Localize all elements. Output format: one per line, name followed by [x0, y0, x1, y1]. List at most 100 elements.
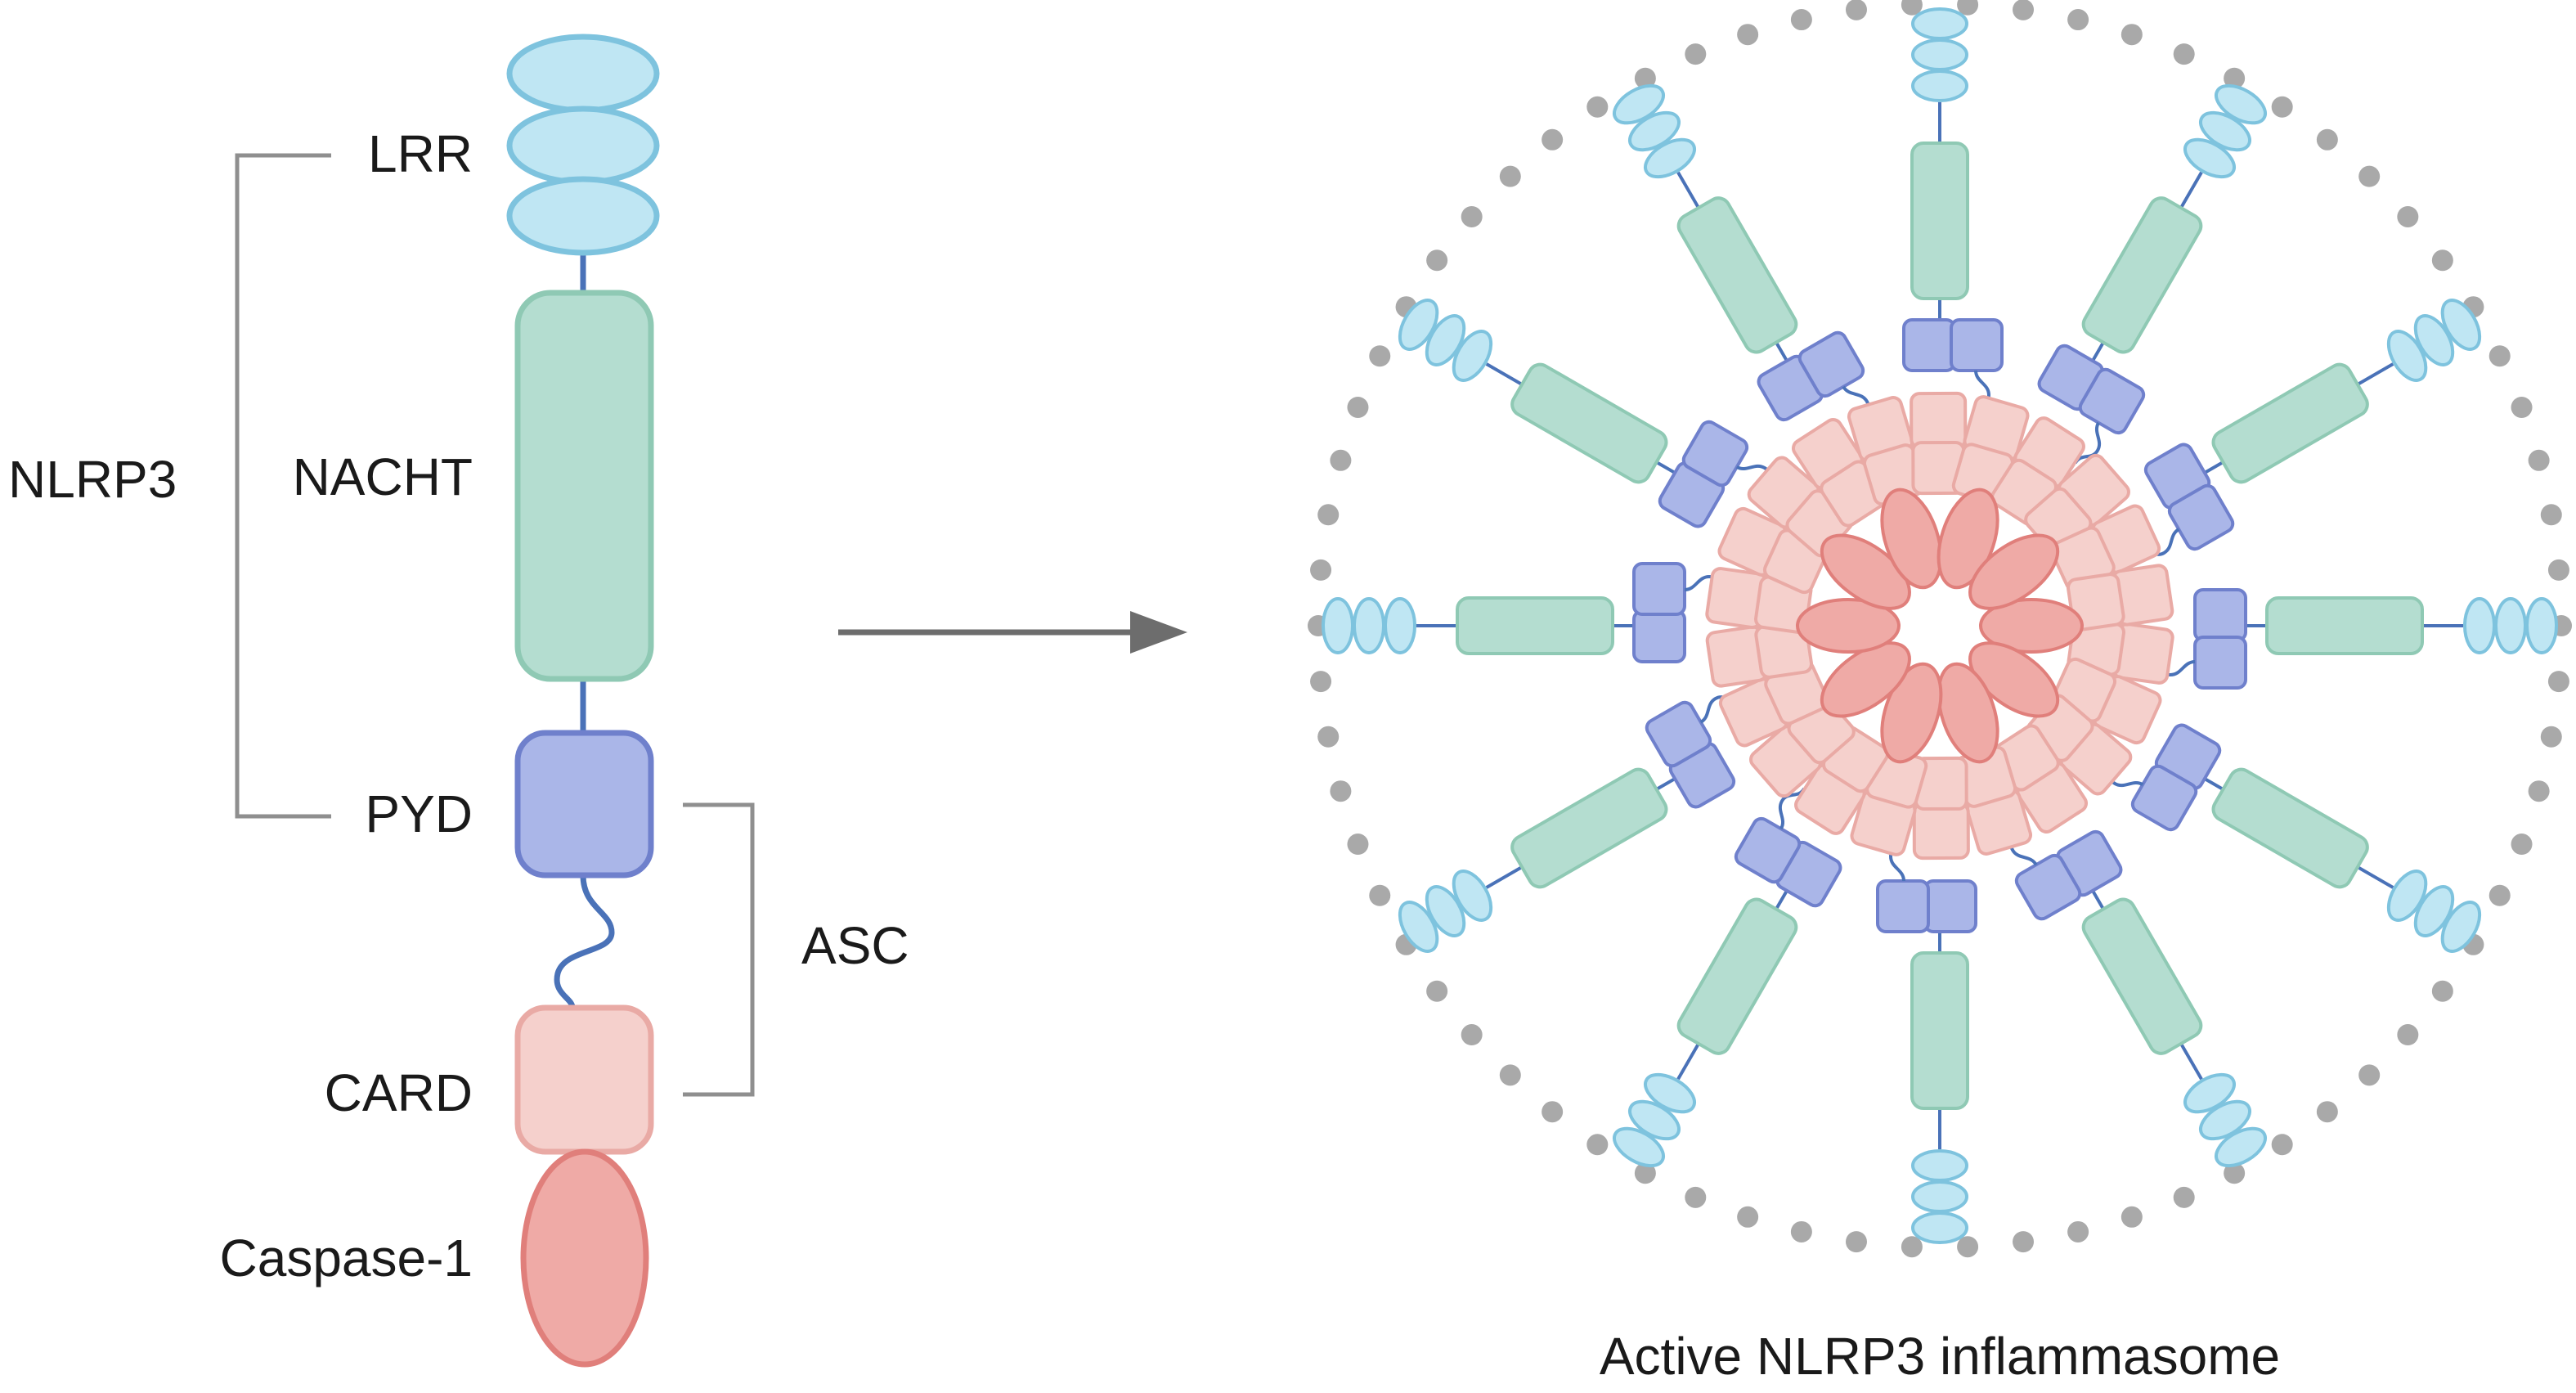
asc-card-ring	[1705, 391, 2174, 861]
card-outer	[1912, 802, 1970, 861]
boundary-dot	[1317, 504, 1340, 526]
spoke-pyd	[1902, 318, 1956, 372]
boundary-dot	[1330, 449, 1352, 471]
boundary-dot	[1586, 1134, 1609, 1156]
boundary-dot	[2067, 9, 2089, 31]
asc-linker	[2073, 421, 2102, 465]
boundary-dot	[2067, 1220, 2089, 1242]
boundary-dot	[1790, 9, 1812, 31]
lrr-unit	[1911, 1180, 1968, 1213]
boundary-dot	[2540, 504, 2562, 526]
lrr-unit	[1911, 1211, 1968, 1244]
boundary-dot	[1845, 1231, 1867, 1253]
boundary-dot	[2224, 67, 2246, 89]
boundary-dot	[1737, 24, 1759, 46]
boundary-dot	[1347, 834, 1369, 856]
nlrp3-spoke	[2009, 823, 2267, 1168]
boundary-dot	[1461, 1024, 1483, 1046]
boundary-dot	[2528, 449, 2550, 471]
card-ring-unit	[1990, 416, 2085, 526]
spoke-lrr	[1911, 1149, 1968, 1244]
spoke-nacht	[1676, 196, 1798, 354]
nlrp3-spoke	[1876, 834, 1977, 1244]
lrr-unit	[1911, 7, 1968, 40]
boundary-dot	[1737, 1206, 1759, 1228]
card-outer	[1910, 391, 1968, 450]
caspase-ring-unit	[1796, 598, 1901, 654]
card-ring-unit	[1912, 756, 1970, 861]
card-inner	[2066, 573, 2125, 631]
boundary-dot	[1957, 0, 1979, 16]
spoke-nacht	[1910, 142, 1969, 300]
caspase-unit	[1820, 641, 1911, 718]
boundary-dot	[2120, 24, 2143, 46]
lrr-unit	[1398, 299, 1439, 351]
caspase-unit	[1880, 488, 1943, 590]
boundary-dot	[1685, 1186, 1707, 1208]
boundary-dot	[2013, 1231, 2035, 1253]
spoke-nacht	[2081, 897, 2203, 1055]
boundary-dot	[2431, 249, 2453, 272]
nlrp3-spoke	[1322, 562, 1732, 663]
nlrp3-spoke	[1398, 695, 1743, 953]
boundary-dot	[2547, 559, 2569, 581]
caspase-1-ring	[1796, 488, 2084, 764]
lrr-unit	[1353, 597, 1385, 654]
caspase-1-domain	[520, 1148, 649, 1368]
spoke-lrr	[1613, 1072, 1696, 1168]
nlrp3-bracket	[235, 153, 331, 819]
boundary-dot	[1347, 396, 1369, 418]
spoke-lrr	[2386, 299, 2482, 382]
boundary-dot	[1310, 559, 1332, 581]
lrr-unit	[2215, 1126, 2267, 1168]
boundary-dot	[1426, 980, 1448, 1002]
lrr-unit	[2440, 901, 2482, 953]
boundary-dot	[2511, 396, 2533, 418]
lrr-unit	[1398, 901, 1439, 953]
boundary-dot	[1499, 1064, 1521, 1086]
boundary-dot	[2316, 1101, 2338, 1123]
card-ring-unit	[1954, 745, 2033, 856]
boundary-dot	[2488, 345, 2511, 367]
spoke-lrr	[2386, 870, 2482, 953]
card-label: CARD	[325, 1063, 473, 1122]
inflammasome-complex: Active NLRP3 inflammasome	[1308, 0, 2572, 1386]
assembly-arrow	[838, 611, 1187, 654]
lrr-unit	[1322, 597, 1354, 654]
spoke-lrr	[1322, 597, 1416, 654]
spoke-lrr	[2463, 597, 2558, 654]
boundary-dot	[2013, 0, 2035, 20]
nlrp3-spoke	[2137, 299, 2482, 556]
spoke-nacht	[2211, 362, 2369, 484]
boundary-dot	[1685, 43, 1707, 65]
lrr-unit	[1613, 83, 1665, 125]
caspase-unit	[1796, 598, 1901, 654]
asc-pyd	[1681, 420, 1749, 488]
asc-pyd	[1645, 700, 1712, 768]
caspase-ring-unit	[1936, 662, 1999, 764]
nlrp3-spoke	[1613, 787, 1842, 1168]
caspase-unit	[1968, 641, 2060, 718]
pyd-label: PYD	[365, 784, 473, 843]
spoke-lrr	[2183, 83, 2267, 179]
nacht-label: NACHT	[293, 447, 473, 506]
boundary-dot	[1542, 128, 1564, 151]
boundary-dot	[2173, 1186, 2195, 1208]
boundary-dot	[1845, 0, 1867, 20]
boundary-dot	[2316, 128, 2338, 151]
boundary-dot	[1461, 205, 1483, 227]
card-ring-unit	[2066, 564, 2174, 631]
asc-pyd	[1876, 879, 1930, 933]
spoke-nacht	[2265, 596, 2424, 655]
spoke-lrr	[1398, 299, 1493, 382]
asc-pyd	[2130, 764, 2198, 832]
boundary-dot	[2397, 1024, 2419, 1046]
caspase-1-label: Caspase-1	[220, 1229, 473, 1287]
boundary-dot	[1586, 96, 1609, 118]
spoke-lrr	[2183, 1072, 2267, 1168]
lrr-unit	[1911, 1149, 1968, 1182]
caspase-ring-unit	[1968, 533, 2060, 610]
card-ring-unit	[1705, 620, 1814, 688]
